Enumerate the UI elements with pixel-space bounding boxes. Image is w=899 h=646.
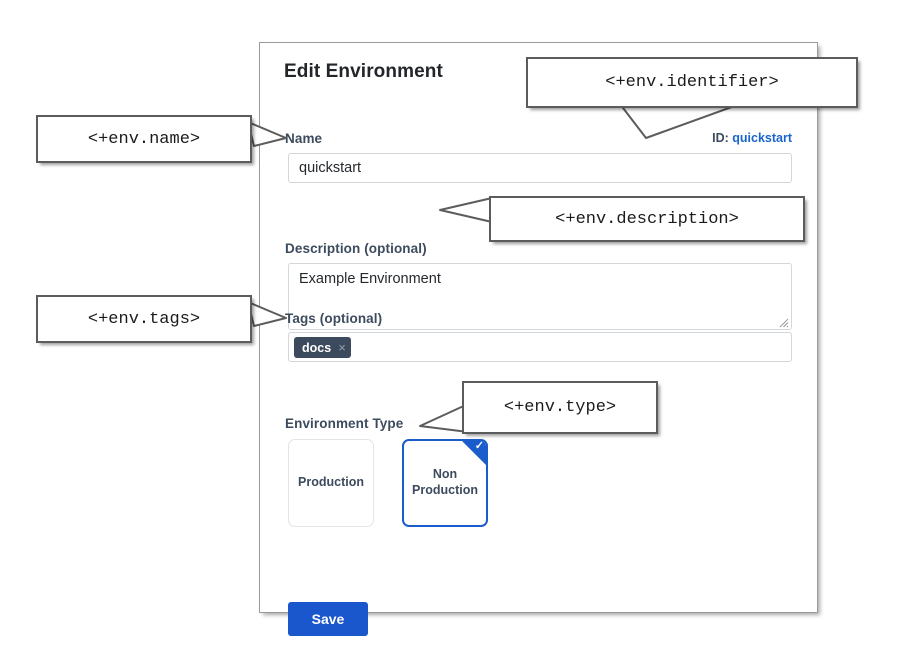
name-input[interactable]: quickstart (288, 153, 792, 183)
callout-type-text: <+env.type> (503, 398, 617, 417)
callout-identifier: <+env.identifier> (526, 57, 858, 108)
callout-description: <+env.description> (489, 196, 805, 242)
env-type-card-non-production[interactable]: Non Production ✓ (402, 439, 488, 527)
callout-name: <+env.name> (36, 115, 252, 163)
description-value: Example Environment (299, 271, 441, 287)
description-label: Description (optional) (285, 241, 427, 256)
callout-identifier-text: <+env.identifier> (605, 73, 779, 92)
save-button[interactable]: Save (288, 602, 368, 636)
callout-name-text: <+env.name> (87, 129, 201, 149)
env-type-card-production[interactable]: Production (288, 439, 374, 527)
resize-grip-icon[interactable] (777, 316, 789, 328)
id-prefix-label: ID: (712, 131, 729, 145)
env-type-card-production-label: Production (298, 475, 364, 490)
tags-label: Tags (optional) (285, 311, 383, 326)
callout-type: <+env.type> (462, 381, 658, 434)
name-label: Name (285, 131, 323, 146)
tag-label: docs (302, 340, 332, 355)
environment-type-label: Environment Type (285, 416, 404, 431)
page-title: Edit Environment (284, 61, 443, 82)
tag-remove-icon[interactable]: × (338, 340, 346, 355)
tag-chip[interactable]: docs × (294, 337, 351, 358)
environment-id: ID: quickstart (712, 131, 792, 145)
edit-environment-panel: Edit Environment Name ID: quickstart qui… (259, 42, 818, 636)
description-textarea[interactable]: Example Environment (288, 263, 792, 330)
tags-input[interactable]: docs × (288, 332, 792, 362)
callout-description-text: <+env.description> (555, 209, 739, 229)
callout-tags-text: <+env.tags> (87, 309, 201, 329)
id-value-link[interactable]: quickstart (732, 131, 792, 145)
selected-check-icon: ✓ (461, 441, 486, 466)
callout-tags: <+env.tags> (36, 295, 252, 343)
env-type-card-non-production-label: Non Production (412, 467, 478, 497)
